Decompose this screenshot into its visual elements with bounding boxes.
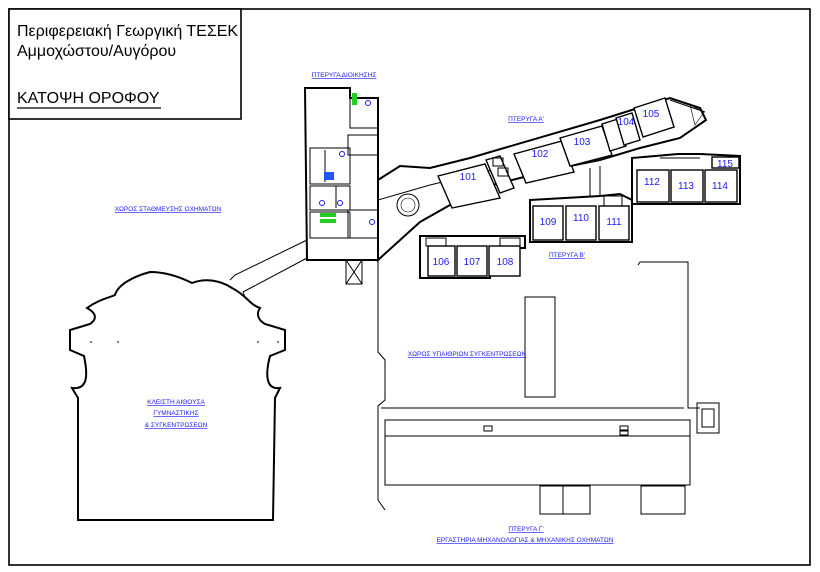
room-108-label: 108 [497, 257, 514, 268]
wing-b-central-rooms [529, 166, 633, 243]
room-111-label: 111 [606, 217, 622, 228]
gym-label-line2: ΓΥΜΝΑΣΤΙΚΗΣ [153, 410, 198, 417]
title-school: Περιφερειακή Γεωργική ΤΕΣΕΚ [17, 23, 238, 40]
room-101-label: 101 [460, 172, 477, 183]
room-110-label: 110 [573, 213, 589, 224]
drawing-frame [8, 8, 811, 566]
gym-label-line3: & ΣΥΓΚΕΝΤΡΩΣΕΩΝ [145, 422, 208, 429]
label-wing-a: ΠΤΕΡΥΓΑ Α' [508, 116, 544, 123]
wing-b-east-rooms [631, 153, 741, 205]
admin-wing-building [303, 87, 379, 285]
label-wing-b: ΠΤΕΡΥΓΑ Β' [549, 252, 585, 259]
wing-a-rooms [437, 97, 675, 209]
room-109-label: 109 [540, 217, 557, 228]
room-107-label: 107 [464, 257, 481, 268]
room-106-label: 106 [433, 257, 450, 268]
room-113-label: 113 [678, 181, 694, 192]
room-114-label: 114 [712, 181, 728, 192]
outdoor-area-structures [381, 261, 720, 434]
label-parking: ΧΩΡΟΣ ΣΤΑΘΜΕΥΣΗΣ ΟΧΗΜΑΤΩΝ [115, 206, 222, 213]
title-district: Αμμοχώστου/Αυγόρου [17, 43, 176, 60]
room-104-label: 104 [618, 117, 635, 128]
label-wing-c: ΠΤΕΡΥΓΑ Γ' [508, 526, 543, 533]
room-112-label: 112 [644, 177, 660, 188]
room-115-label: 115 [717, 159, 733, 170]
label-admin-wing: ΠΤΕΡΥΓΑ ΔΙΟΙΚΗΣΗΣ [312, 72, 377, 79]
gym-label-line1: ΚΛΕΙΣΤΗ ΑΙΘΟΥΣΑ [147, 399, 205, 406]
gym-hall [69, 270, 286, 521]
room-103-label: 103 [574, 137, 591, 148]
wing-c-workshops [384, 419, 691, 515]
title-block: Περιφερειακή Γεωργική ΤΕΣΕΚ Αμμοχώστου/Α… [8, 8, 242, 120]
wing-b-south-rooms [419, 235, 526, 279]
room-105-label: 105 [643, 109, 660, 120]
title-floor: ΚΑΤΟΨΗ ΟΡΟΦΟΥ [17, 90, 160, 107]
label-workshops: ΕΡΓΑΣΤΗΡΙΑ ΜΗΧΑΝΟΛΟΓΙΑΣ & ΜΗΧΑΝΙΚΗΣ ΟΧΗΜ… [437, 537, 614, 544]
label-outdoor-gathering: ΧΩΡΟΣ ΥΠΑΙΘΡΙΩΝ ΣΥΓΚΕΝΤΡΩΣΕΩΝ [408, 351, 527, 358]
room-102-label: 102 [532, 149, 549, 160]
